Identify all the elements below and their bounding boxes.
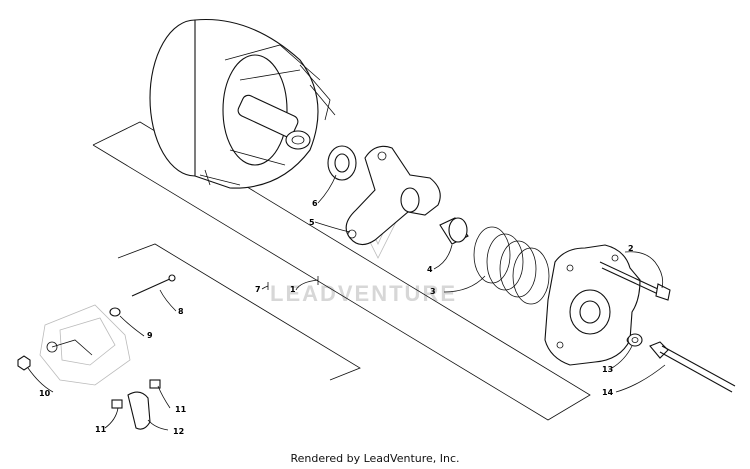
spring-part-3 — [473, 226, 550, 305]
nut-part-10 — [17, 355, 31, 371]
callout-6: 6 — [312, 199, 318, 208]
shoe-part-12 — [127, 391, 151, 430]
assembly-bracket-7 — [117, 243, 361, 381]
callout-1: 1 — [290, 285, 296, 294]
callout-14: 14 — [602, 388, 614, 397]
callout-4: 4 — [427, 265, 433, 274]
clip-part-11-right — [149, 379, 161, 389]
leader-lines — [27, 174, 666, 431]
cover-plate — [544, 244, 641, 366]
callout-7: 7 — [255, 285, 261, 294]
washer-part-6 — [327, 145, 357, 181]
washer-part-13 — [627, 333, 643, 347]
callout-8: 8 — [178, 307, 184, 316]
callout-11-left: 11 — [95, 425, 107, 434]
clip-part-11-left — [111, 399, 123, 409]
callout-13: 13 — [602, 365, 613, 374]
clutch-sheave — [149, 18, 336, 189]
assembly-bracket-1 — [92, 121, 591, 421]
callout-3: 3 — [430, 287, 436, 296]
bushing-part-4 — [439, 217, 469, 245]
washer-part-9 — [109, 307, 121, 317]
callout-10: 10 — [39, 389, 51, 398]
watermark-text: LEADVENTURE — [270, 281, 457, 306]
callout-9: 9 — [147, 331, 153, 340]
pin-part-8 — [131, 274, 176, 297]
credit-text: Rendered by LeadVenture, Inc. — [290, 452, 460, 465]
arm-bracket-outline — [39, 304, 131, 386]
callout-2: 2 — [628, 244, 634, 253]
bolt-part-14 — [649, 341, 736, 393]
bolt-part-2 — [599, 261, 671, 301]
callout-5: 5 — [309, 218, 315, 227]
spider-arm-part-5 — [345, 145, 441, 246]
callout-11-right: 11 — [175, 405, 187, 414]
callout-12: 12 — [173, 427, 184, 436]
